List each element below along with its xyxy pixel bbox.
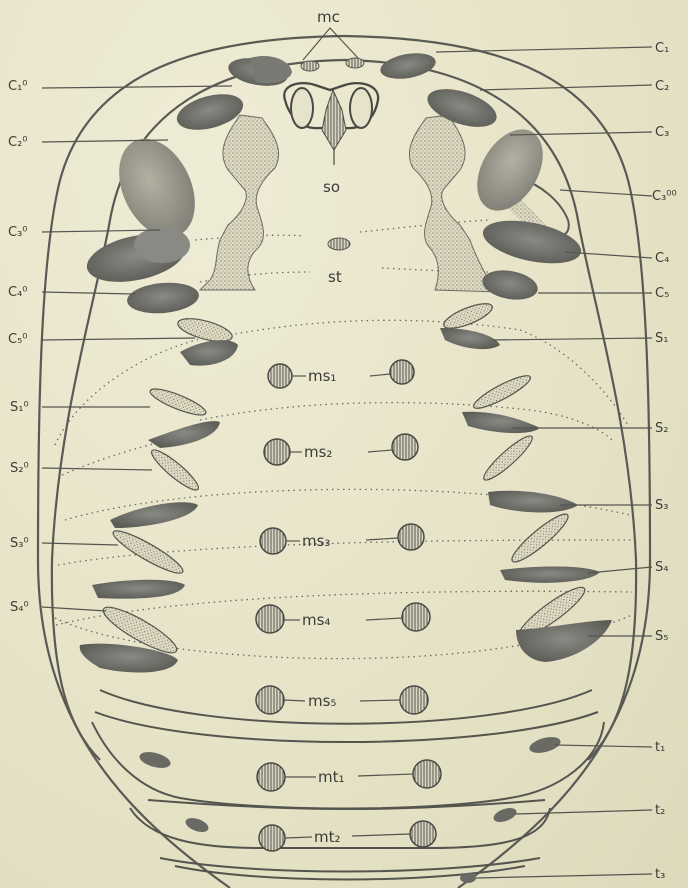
label-t2: t₂ (655, 803, 665, 818)
label-s4o: S₄⁰ (10, 600, 29, 615)
label-s2: S₂ (655, 421, 668, 436)
label-s3o: S₃⁰ (10, 536, 29, 551)
label-c5o: C₅⁰ (8, 332, 28, 347)
label-s1: S₁ (655, 331, 668, 346)
label-s1o: S₁⁰ (10, 400, 29, 415)
label-so: so (323, 178, 340, 196)
label-c2o: C₂⁰ (8, 135, 28, 150)
label-ms1: ms₁ (308, 367, 336, 385)
label-mt1: mt₁ (318, 768, 345, 786)
label-c4: C₄ (655, 251, 669, 266)
label-ms4: ms₄ (302, 611, 330, 629)
label-ms2: ms₂ (304, 443, 332, 461)
label-s5: S₅ (655, 629, 668, 644)
label-t3: t₃ (655, 867, 665, 882)
label-ms5: ms₅ (308, 692, 336, 710)
label-ms3: ms₃ (302, 532, 330, 550)
label-c2: C₂ (655, 79, 669, 94)
label-c3o: C₃⁰ (8, 225, 28, 240)
label-c3b: C₃⁰⁰ (652, 189, 677, 204)
right-s-sclerites (440, 299, 612, 662)
label-s4: S₄ (655, 560, 668, 575)
label-t1: t₁ (655, 740, 665, 755)
median-setae (256, 360, 441, 851)
left-cephalic-sclerites (83, 54, 292, 316)
label-c1o: C₁⁰ (8, 79, 28, 94)
label-mc: mc (317, 8, 340, 26)
posterior-bands (92, 690, 604, 880)
left-s-sclerites (80, 314, 238, 672)
label-c1: C₁ (655, 41, 669, 56)
label-c4o: C₄⁰ (8, 285, 28, 300)
label-mt2: mt₂ (314, 828, 341, 846)
label-c5: C₅ (655, 286, 669, 301)
label-st: st (328, 268, 342, 286)
label-s3: S₃ (655, 498, 668, 513)
label-s2o: S₂⁰ (10, 461, 29, 476)
label-c3: C₃ (655, 125, 669, 140)
